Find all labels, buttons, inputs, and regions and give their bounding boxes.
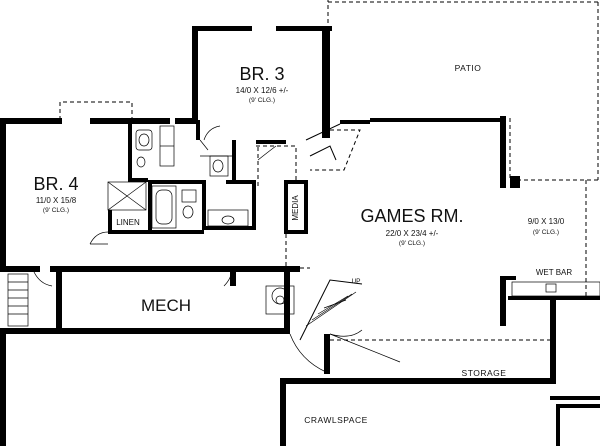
br4-window-bay	[59, 101, 133, 120]
br4-closet	[7, 273, 29, 327]
stair	[289, 279, 401, 373]
patio-name: PATIO	[455, 63, 482, 73]
storage-name: STORAGE	[462, 368, 507, 378]
media-name: MEDIA	[291, 195, 300, 221]
walls	[0, 26, 600, 446]
br4-size: 11/0 X 15/8	[36, 196, 77, 205]
games-name: GAMES RM.	[360, 206, 463, 226]
interior-lines	[7, 123, 600, 373]
stair-up-label: UP	[351, 278, 360, 285]
patio-area	[327, 0, 599, 181]
br4-name: BR. 4	[33, 174, 78, 194]
alcove-size: 9/0 X 13/0	[528, 217, 565, 226]
mech-name: MECH	[141, 296, 191, 315]
br3-name: BR. 3	[239, 64, 284, 84]
games-ceiling: (9' CLG.)	[399, 240, 425, 247]
wet-bar-counter	[511, 281, 600, 297]
alcove-ceiling: (9' CLG.)	[533, 229, 559, 236]
games-size: 22/0 X 23/4 +/-	[386, 229, 439, 238]
wetbar-name: WET BAR	[536, 268, 573, 277]
br3-size: 14/0 X 12/6 +/-	[236, 86, 289, 95]
br3-ceiling: (9' CLG.)	[249, 97, 275, 104]
water-heater-icon	[265, 285, 295, 315]
br4-ceiling: (9' CLG.)	[43, 207, 69, 214]
room-labels: BR. 3 14/0 X 12/6 +/- (9' CLG.) BR. 4 11…	[33, 63, 572, 425]
linen-name: LINEN	[116, 218, 140, 227]
crawlspace-name: CRAWLSPACE	[304, 415, 368, 425]
